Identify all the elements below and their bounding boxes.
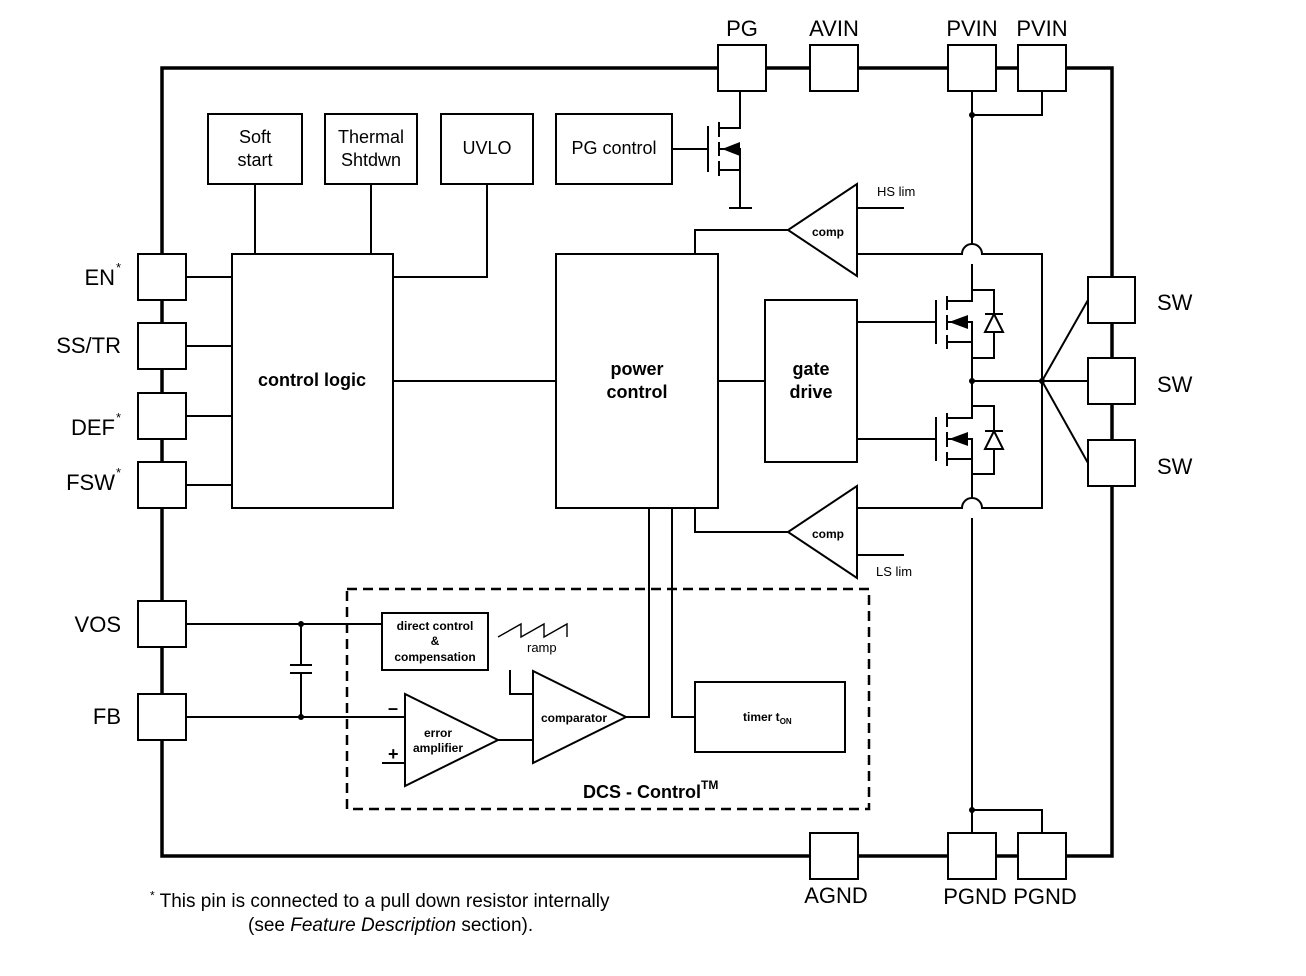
soft-start-block: Soft start <box>207 113 303 185</box>
footnote-line1: This pin is connected to a pull down res… <box>154 891 610 913</box>
error-amp-plus: + <box>388 744 399 764</box>
error-amp-minus: – <box>388 698 398 718</box>
compensation-capacitor <box>290 624 312 717</box>
pg-control-block: PG control <box>555 113 673 185</box>
pin-pgnd-2-label: PGND <box>1013 884 1077 909</box>
footnote-line2-post: section). <box>456 915 534 937</box>
pin-agnd-label: AGND <box>804 883 868 908</box>
pin-pg: PG <box>717 16 767 92</box>
footnote-star: * <box>150 889 155 903</box>
pin-fsw-asterisk: * <box>116 465 121 480</box>
svg-text:timer tON: timer tON <box>743 710 792 726</box>
pg-mosfet <box>672 91 752 209</box>
pin-agnd: AGND <box>804 832 868 908</box>
pin-pg-label: PG <box>726 16 758 41</box>
svg-text:comp: comp <box>812 225 844 239</box>
pin-en-asterisk: * <box>116 260 121 275</box>
pin-sw-3-label: SW <box>1157 454 1193 479</box>
timer-block: timer tON <box>694 681 846 753</box>
svg-text:drive: drive <box>789 382 832 402</box>
svg-text:&: & <box>431 634 440 648</box>
svg-text:Thermal: Thermal <box>338 127 404 147</box>
dcs-comparator: comparator <box>532 669 629 765</box>
pin-ss-tr: SS/TR <box>56 322 187 370</box>
svg-text:compensation: compensation <box>394 650 475 664</box>
svg-text:control: control <box>607 382 668 402</box>
control-logic-block: control logic <box>231 253 394 509</box>
dcs-control-region <box>345 587 871 811</box>
timer-label: timer t <box>743 710 780 724</box>
uvlo-block: UVLO <box>440 113 534 185</box>
hs-lim-label: HS lim <box>877 184 915 199</box>
pin-def-asterisk: * <box>116 410 121 425</box>
pin-pgnd-1: PGND <box>943 832 1007 909</box>
pin-fb-label: FB <box>93 704 121 729</box>
svg-text:gate: gate <box>792 359 829 379</box>
svg-text:comparator: comparator <box>541 711 607 725</box>
footnote-line2-pre: (see <box>248 915 291 937</box>
thermal-shutdown-block: Thermal Shtdwn <box>324 113 418 185</box>
svg-text:power: power <box>610 359 663 379</box>
ls-comparator: comp <box>786 484 858 580</box>
svg-text:start: start <box>237 150 272 170</box>
svg-text:Soft: Soft <box>239 127 271 147</box>
pin-sw-1: SW <box>1087 276 1193 324</box>
svg-text:Shtdwn: Shtdwn <box>341 150 401 170</box>
pin-pvin-1: PVIN <box>946 16 998 92</box>
pin-vos: VOS <box>75 600 187 648</box>
svg-text:PG control: PG control <box>571 138 656 158</box>
pin-ss-tr-label: SS/TR <box>56 333 121 358</box>
pin-en-label: EN <box>84 265 115 290</box>
footnote: * This pin is connected to a pull down r… <box>150 884 670 938</box>
high-side-mosfet <box>935 289 1005 381</box>
ls-lim-label: LS lim <box>876 564 912 579</box>
low-side-mosfet <box>935 381 1005 498</box>
pin-fsw-label: FSW <box>66 470 115 495</box>
svg-text:direct control: direct control <box>397 619 474 633</box>
pin-en: EN * <box>84 253 187 301</box>
footnote-feature-description: Feature Description <box>290 915 457 937</box>
pin-sw-3: SW <box>1087 439 1193 487</box>
pin-def-label: DEF <box>71 415 115 440</box>
pin-fb: FB <box>93 693 187 741</box>
pin-fsw: FSW * <box>66 461 187 509</box>
hs-comparator: comp <box>786 182 858 278</box>
svg-text:DCS - ControlTM: DCS - ControlTM <box>583 778 718 802</box>
dcs-tm: TM <box>701 778 718 792</box>
pin-pgnd-1-label: PGND <box>943 884 1007 909</box>
direct-control-block: direct control & compensation <box>381 612 489 671</box>
pin-sw-2-label: SW <box>1157 372 1193 397</box>
timer-subscript: ON <box>780 717 792 726</box>
pin-def: DEF * <box>71 392 187 440</box>
pin-vos-label: VOS <box>75 612 121 637</box>
power-control-block: power control <box>555 253 719 509</box>
ramp-label: ramp <box>527 640 557 655</box>
ramp-waveform <box>497 622 568 639</box>
pin-pgnd-2: PGND <box>1013 832 1077 909</box>
pin-sw-2: SW <box>1087 357 1193 405</box>
pin-avin: AVIN <box>809 16 859 92</box>
svg-text:UVLO: UVLO <box>462 138 511 158</box>
error-amplifier: error amplifier – + <box>388 692 501 788</box>
svg-text:control logic: control logic <box>258 370 366 390</box>
pin-pvin-2-label: PVIN <box>1016 16 1067 41</box>
gate-drive-block: gate drive <box>764 299 858 463</box>
svg-text:error: error <box>424 726 452 740</box>
svg-text:comp: comp <box>812 527 844 541</box>
dcs-control-label: DCS - Control <box>583 782 701 802</box>
pin-avin-label: AVIN <box>809 16 859 41</box>
pin-pvin-1-label: PVIN <box>946 16 997 41</box>
pin-sw-1-label: SW <box>1157 290 1193 315</box>
svg-text:amplifier: amplifier <box>413 741 463 755</box>
pin-pvin-2: PVIN <box>1016 16 1068 92</box>
